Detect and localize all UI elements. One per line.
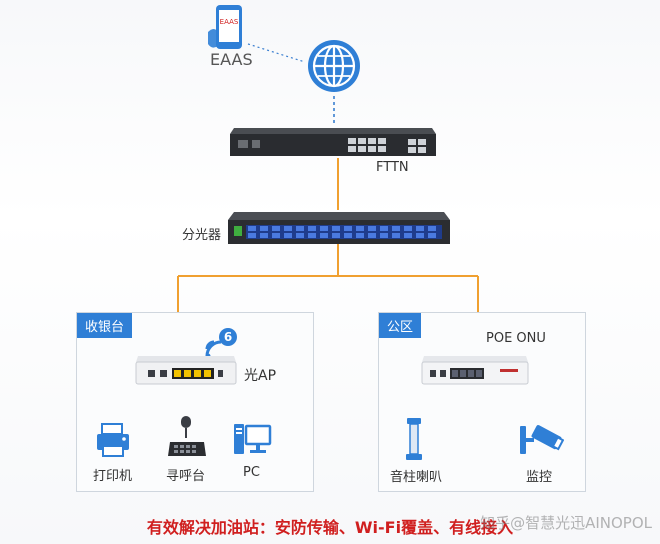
poe-onu-label: POE ONU xyxy=(486,331,546,346)
paging-console-icon xyxy=(168,416,206,456)
watermark: 知乎@智慧光迅AINOPOL xyxy=(480,514,652,532)
pc-icon xyxy=(234,424,272,454)
fttn-device xyxy=(230,128,436,156)
zone-office-tag: 公区 xyxy=(379,313,422,338)
fttn-label: FTTN xyxy=(376,160,409,175)
zone-office: 公区 xyxy=(378,312,586,492)
eaas-label: EAAS xyxy=(210,50,253,69)
internet-globe-icon xyxy=(308,40,360,92)
wifi6-icon: 6 xyxy=(205,328,237,359)
diagram-caption: 有效解决加油站：安防传输、Wi-Fi覆盖、有线接入 xyxy=(146,518,514,537)
optical-ap-device xyxy=(135,356,237,385)
paging-console-label: 寻呼台 xyxy=(166,469,206,484)
poe-onu-device xyxy=(421,356,529,385)
camera-label: 监控 xyxy=(526,470,553,485)
splitter-label: 分光器 xyxy=(182,228,222,243)
pc-label: PC xyxy=(243,465,260,480)
surveillance-camera-icon xyxy=(520,425,564,454)
splitter-device xyxy=(228,212,450,244)
phone-icon: EAAS xyxy=(208,5,242,49)
column-speaker-icon xyxy=(406,418,422,460)
phone-screen-text: EAAS xyxy=(220,18,239,26)
optical-ap-label: 光AP xyxy=(244,368,277,384)
zone-cashier: 收银台 xyxy=(76,312,314,492)
printer-label: 打印机 xyxy=(93,469,133,484)
zone-cashier-tag: 收银台 xyxy=(77,313,133,338)
column-speaker-label: 音柱喇叭 xyxy=(390,470,443,485)
printer-icon xyxy=(97,423,129,457)
wifi6-badge-text: 6 xyxy=(224,330,232,344)
phone-cloud-link xyxy=(247,43,306,63)
